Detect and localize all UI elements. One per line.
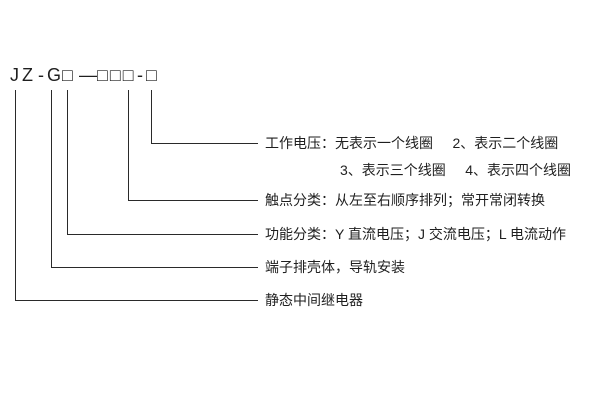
connector-function-classification bbox=[67, 90, 258, 235]
model-code-dash-3: - bbox=[137, 65, 143, 85]
model-code-prefix-jz: JZ bbox=[10, 65, 36, 85]
label-working-voltage-line2: 3、表示三个线圈 4、表示四个线圈 bbox=[340, 162, 572, 178]
connector-relay-type bbox=[15, 90, 258, 301]
model-code-letter-g: G bbox=[47, 65, 62, 85]
model-code-function-box: □ bbox=[62, 65, 73, 85]
connector-contact-classification bbox=[128, 90, 258, 201]
model-code-voltage-box: □ bbox=[146, 65, 157, 85]
label-housing: 端子排壳体，导轨安装 bbox=[265, 259, 405, 275]
label-relay-type: 静态中间继电器 bbox=[265, 292, 363, 308]
connector-working-voltage bbox=[151, 90, 258, 144]
label-function-classification: 功能分类：Y 直流电压；J 交流电压；L 电流动作 bbox=[265, 226, 567, 242]
connector-housing bbox=[51, 90, 258, 268]
label-working-voltage-line1: 工作电压：无表示一个线圈 2、表示二个线圈 bbox=[265, 135, 559, 151]
label-contact-classification: 触点分类：从左至右顺序排列；常开常闭转换 bbox=[265, 192, 545, 208]
model-code-dash-2: — bbox=[79, 65, 97, 85]
model-code-contact-boxes: □□□ bbox=[97, 65, 136, 85]
model-code-dash-1: - bbox=[38, 65, 44, 85]
